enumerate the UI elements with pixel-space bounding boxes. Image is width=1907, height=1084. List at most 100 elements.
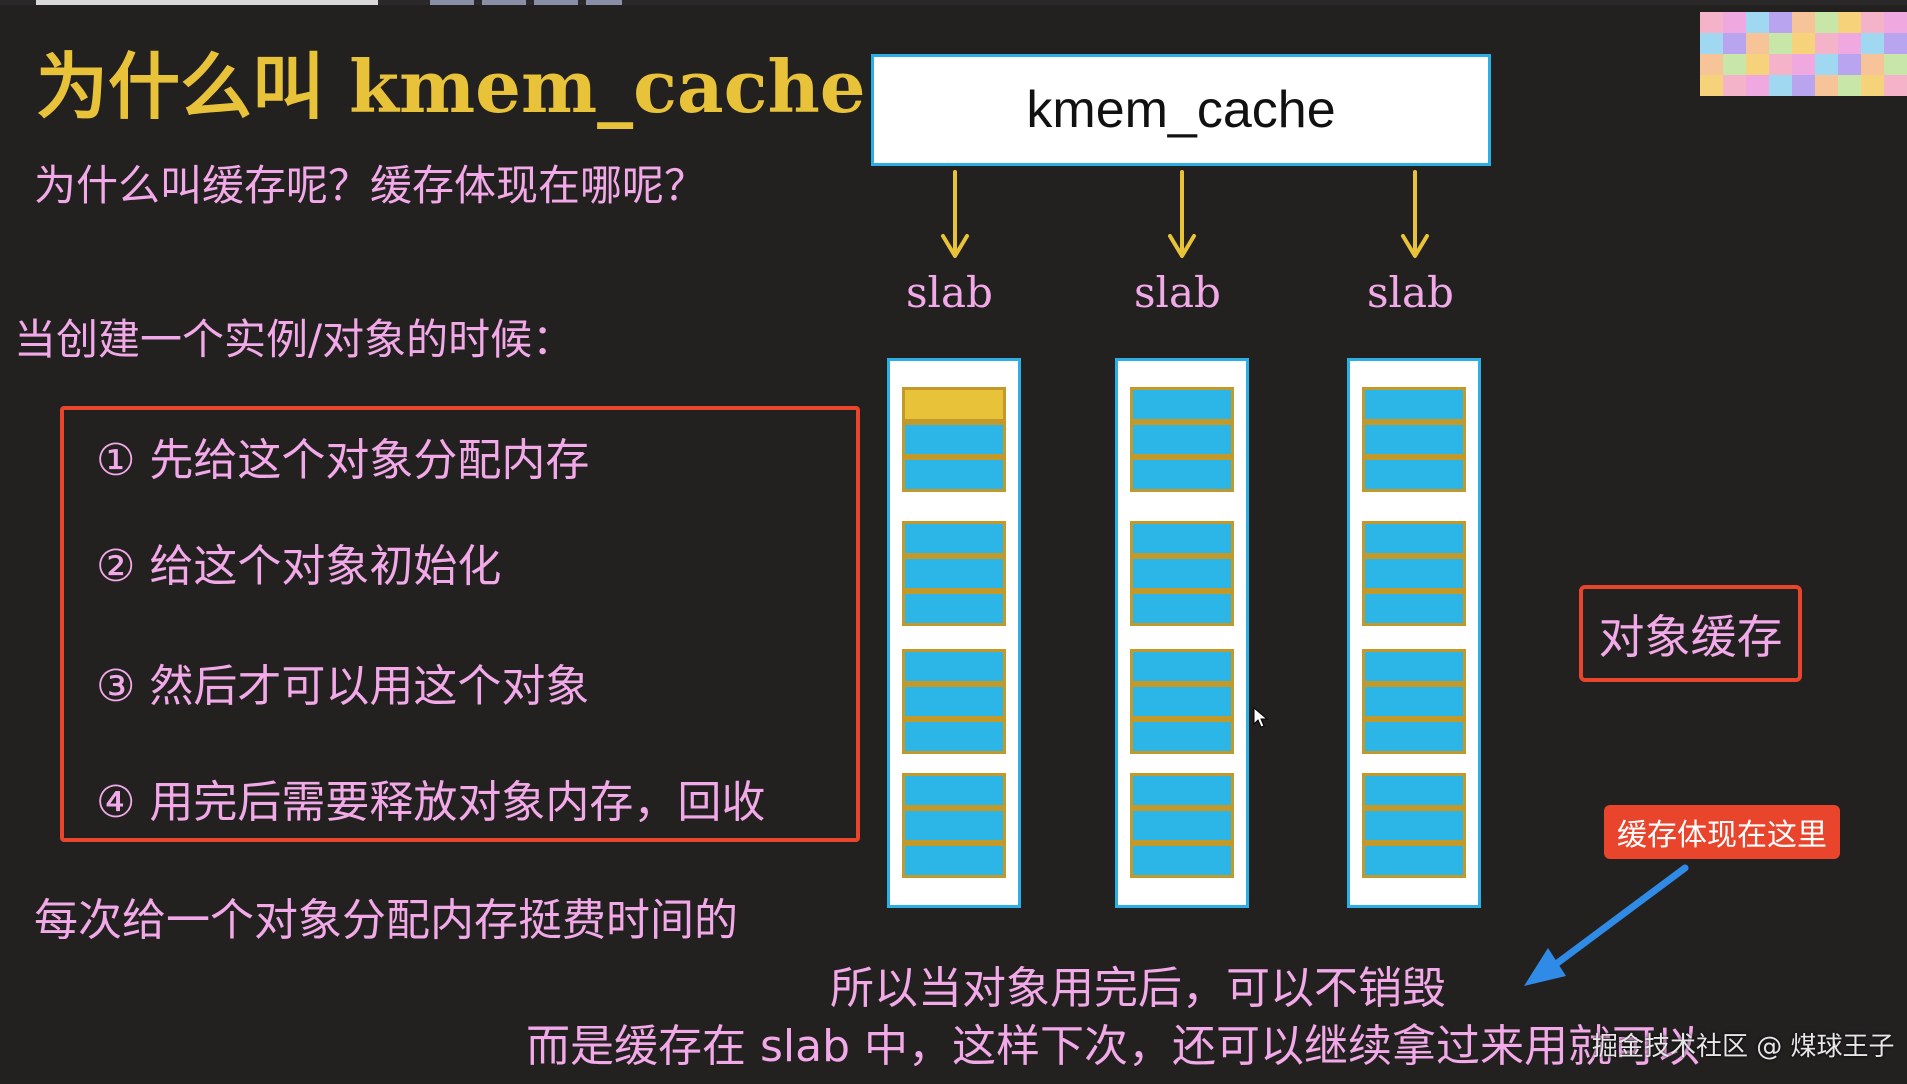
mosaic-tile [1792,75,1815,96]
avatar-mosaic [1700,12,1907,96]
mosaic-tile [1769,54,1792,75]
object-slot [1130,521,1234,556]
object-slot [1130,843,1234,878]
mosaic-tile [1861,75,1884,96]
mosaic-tile [1884,54,1907,75]
mosaic-tile [1815,54,1838,75]
object-slot [1130,457,1234,492]
object-slot [1130,719,1234,754]
watermark: 掘金技术社区 @ 煤球王子 [1592,1032,1895,1062]
mosaic-tile [1746,75,1769,96]
object-slot [1362,773,1466,808]
mosaic-tile [1700,12,1723,33]
mosaic-tile [1746,54,1769,75]
down-arrow-icon [1168,170,1196,258]
object-slot [1362,719,1466,754]
slab-column [1347,358,1481,908]
object-slot [1362,808,1466,843]
pointer-arrow-icon [1524,864,1689,986]
slab-column [887,358,1021,908]
mosaic-tile [1746,33,1769,54]
top-bar-segment [534,0,578,5]
mosaic-tile [1723,54,1746,75]
mosaic-tile [1769,33,1792,54]
object-slot [902,387,1006,422]
steps-box [60,406,860,842]
page-title: 为什么叫 kmem_cache [36,44,866,129]
object-slot [902,521,1006,556]
mosaic-tile [1884,12,1907,33]
slab-label: slab [1134,268,1221,317]
object-slot [1362,684,1466,719]
top-bar-segment [36,0,378,5]
mosaic-tile [1815,75,1838,96]
mosaic-tile [1700,33,1723,54]
object-slot [1130,684,1234,719]
step-item: ② 给这个对象初始化 [96,541,502,592]
object-slot [902,591,1006,626]
object-slot [1362,649,1466,684]
mosaic-tile [1861,12,1884,33]
mosaic-tile [1861,33,1884,54]
slab-label: slab [1367,268,1454,317]
step-item: ④ 用完后需要释放对象内存，回收 [96,777,766,828]
top-bar [0,0,1907,5]
object-slot [1130,808,1234,843]
down-arrow-icon [941,170,969,258]
mosaic-tile [1838,75,1861,96]
mosaic-tile [1723,12,1746,33]
mosaic-tile [1792,54,1815,75]
object-slot [1130,387,1234,422]
mosaic-tile [1746,12,1769,33]
object-slot [1130,556,1234,591]
object-slot [902,457,1006,492]
object-slot [902,649,1006,684]
cost-note: 每次给一个对象分配内存挺费时间的 [34,895,738,946]
top-bar-segment [482,0,526,5]
mosaic-tile [1700,75,1723,96]
mosaic-tile [1884,75,1907,96]
mosaic-tile [1723,33,1746,54]
mosaic-tile [1815,12,1838,33]
object-slot [902,556,1006,591]
mosaic-tile [1769,75,1792,96]
object-slot [902,843,1006,878]
mosaic-tile [1838,33,1861,54]
mosaic-tile [1700,54,1723,75]
mosaic-tile [1769,12,1792,33]
mosaic-tile [1884,33,1907,54]
kmem-cache-box: kmem_cache [871,54,1491,166]
object-slot [1362,591,1466,626]
object-slot [902,773,1006,808]
object-slot [902,719,1006,754]
object-slot [902,422,1006,457]
object-slot [1362,457,1466,492]
object-slot [1362,556,1466,591]
top-bar-segment [430,0,474,5]
mosaic-tile [1838,54,1861,75]
step-item: ③ 然后才可以用这个对象 [96,661,590,712]
mosaic-tile [1723,75,1746,96]
top-bar-segment [586,0,622,5]
mosaic-tile [1861,54,1884,75]
mouse-cursor-icon [1253,707,1269,728]
object-slot [1362,521,1466,556]
conclusion-line-1: 所以当对象用完后，可以不销毁 [830,963,1446,1014]
object-slot [902,684,1006,719]
object-slot [1130,773,1234,808]
mosaic-tile [1792,12,1815,33]
object-slot [902,808,1006,843]
creation-heading: 当创建一个实例/对象的时候： [14,315,575,364]
object-slot [1130,422,1234,457]
subtitle-question: 为什么叫缓存呢？缓存体现在哪呢？ [34,161,707,210]
object-slot [1362,843,1466,878]
down-arrow-icon [1401,170,1429,258]
object-slot [1362,422,1466,457]
object-slot [1130,591,1234,626]
slab-label: slab [906,268,993,317]
mosaic-tile [1792,33,1815,54]
object-cache-label: 对象缓存 [1579,585,1802,682]
object-slot [1362,387,1466,422]
conclusion-line-2: 而是缓存在 slab 中，这样下次，还可以继续拿过来用就可以 [526,1021,1701,1072]
